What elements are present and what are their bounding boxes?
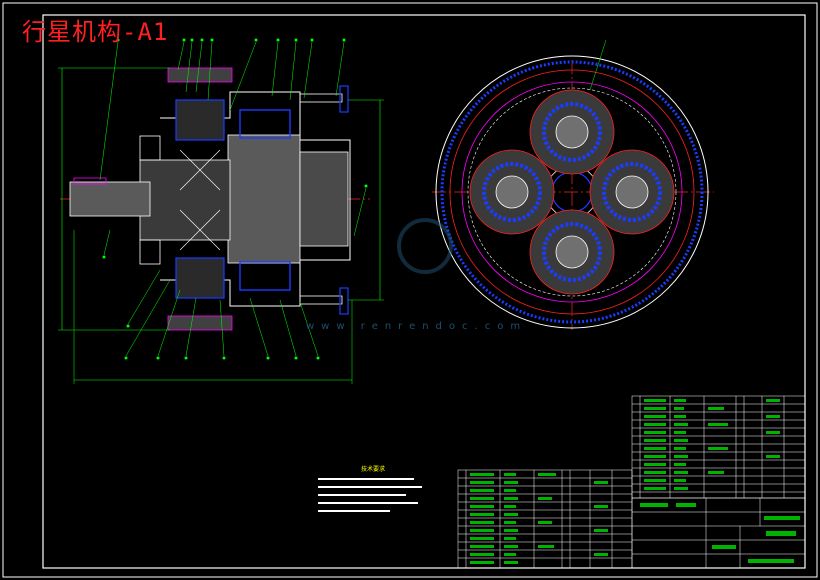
parts-list-left xyxy=(457,469,633,569)
planet-left xyxy=(469,149,555,235)
planet-top xyxy=(529,89,615,175)
technical-requirements: 技术要求 xyxy=(318,466,428,519)
balloon-top-5 xyxy=(210,38,214,42)
balloon-bottom-2 xyxy=(126,324,130,328)
balloon-top-2 xyxy=(182,38,186,42)
leaders-bottom xyxy=(103,187,367,357)
balloon-top-7 xyxy=(276,38,280,42)
balloon-bottom-4 xyxy=(156,356,160,360)
inner-border xyxy=(42,14,806,569)
leaders-top xyxy=(99,41,345,181)
balloon-bottom-1 xyxy=(102,255,106,259)
balloon-bottom-6 xyxy=(222,356,226,360)
balloon-top-4 xyxy=(200,38,204,42)
balloon-top-6 xyxy=(254,38,258,42)
balloon-bottom-7 xyxy=(266,356,270,360)
section-view xyxy=(58,67,384,384)
parts-list-right-fill xyxy=(644,399,780,490)
balloon-bottom-5 xyxy=(184,356,188,360)
title-block xyxy=(631,497,806,569)
balloon-top-8 xyxy=(294,38,298,42)
watermark-logo xyxy=(397,218,453,274)
balloon-top-3 xyxy=(190,38,194,42)
technical-requirements-lines xyxy=(318,478,422,512)
drawing-title: 行星机构-A1 xyxy=(22,18,169,46)
planet-bottom xyxy=(529,209,615,295)
end-view xyxy=(432,39,714,330)
balloon-top-9 xyxy=(310,38,314,42)
title-block-fill xyxy=(640,503,800,563)
balloon-top-10 xyxy=(342,38,346,42)
balloon-bottom-10 xyxy=(364,184,368,188)
balloon-bottom-9 xyxy=(316,356,320,360)
balloon-bottom-8 xyxy=(294,356,298,360)
planet-right xyxy=(589,149,675,235)
balloon-bottom-3 xyxy=(124,356,128,360)
watermark-text: www.renrendoc.com xyxy=(306,321,528,332)
technical-requirements-heading: 技术要求 xyxy=(360,466,385,473)
balloon-top-1 xyxy=(116,38,120,42)
parts-list-left-fill xyxy=(470,473,608,564)
